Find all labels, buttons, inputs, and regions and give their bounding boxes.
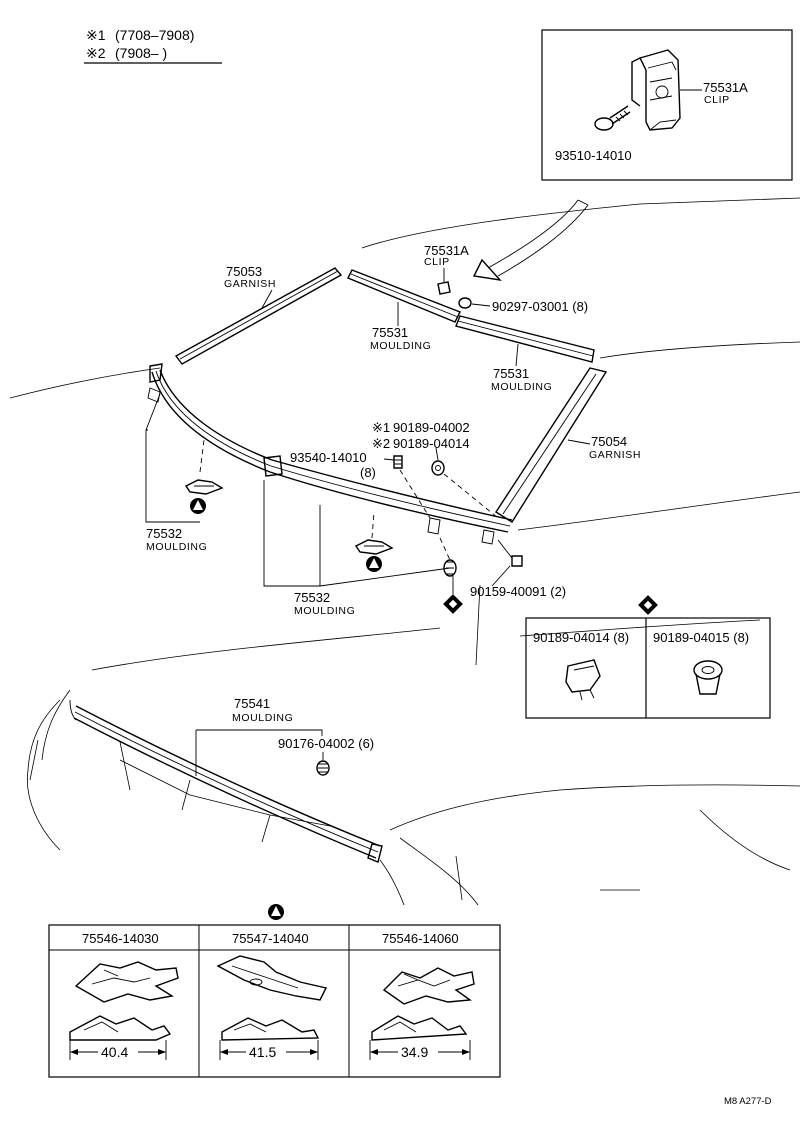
screw-93540-icon: [393, 455, 403, 469]
inset-part-number: 75531A: [703, 80, 748, 95]
moulding-75531-b-number: 75531: [493, 366, 529, 381]
clip-75546-14060-drawing: [371, 967, 475, 1041]
footer-code: M8 A277-D: [724, 1096, 772, 1107]
label-clip-75531a: 75531A CLIP: [424, 243, 469, 268]
moulding-75532-left-part: [147, 363, 273, 473]
legend-mark-1: ※1: [86, 27, 106, 43]
clip-90189-alt-icon: [431, 460, 445, 476]
garnish-75054-number: 75054: [591, 434, 627, 449]
table-col-3-part: 75546-14060: [382, 931, 459, 946]
clip-detail-inset: 75531A CLIP 93510-14010: [541, 29, 793, 181]
garnish-75053-number: 75053: [226, 264, 262, 279]
moulding-75532-leads: [145, 393, 451, 587]
inset-screw-number: 93510-14010: [555, 148, 632, 163]
moulding-75531-right-part: [455, 315, 595, 363]
legend-range-2: (7908– ): [115, 45, 167, 61]
dim-col-1: 40.4: [69, 1040, 167, 1060]
screw-93540-number: 93540-14010: [290, 450, 367, 465]
triangle-ref-table: [268, 904, 284, 920]
table-col-1-part: 75546-14030: [82, 931, 159, 946]
garnish-75054-name: GARNISH: [589, 449, 641, 461]
label-garnish-75053: 75053 GARNISH: [224, 264, 276, 290]
moulding-75541-name: MOULDING: [232, 712, 293, 724]
inset-part-name: CLIP: [704, 94, 730, 106]
moulding-75531-a-name: MOULDING: [370, 340, 431, 352]
screw-90159-label: 90159-40091 (2): [470, 584, 566, 599]
moulding-75531-b-name: MOULDING: [491, 381, 552, 393]
clip-90297-icon: [458, 297, 472, 309]
garnish-75053-part: [174, 267, 343, 365]
moulding-75541-part: [69, 699, 383, 863]
nut-90176-icon: [316, 760, 330, 776]
table-col-2-part: 75547-14040: [232, 931, 309, 946]
screw-93540-qty: (8): [360, 465, 376, 480]
label-screw-93540: 93540-14010 (8): [290, 450, 376, 480]
alt2-mark: ※2: [372, 436, 390, 451]
label-alt-clips: ※1 90189-04002 ※2 90189-04014: [372, 420, 470, 451]
dim-col-3: 34.9: [369, 1040, 471, 1060]
moulding-75532-b-name: MOULDING: [294, 605, 355, 617]
legend: ※1 (7708–7908) ※2 (7908– ): [84, 27, 222, 64]
dim-col-1-value: 40.4: [101, 1044, 128, 1060]
label-moulding-75532-a: 75532 MOULDING: [146, 526, 207, 553]
clip-75531a-small: [437, 281, 451, 295]
moulding-75532-right-part: [263, 455, 513, 545]
label-moulding-75541: 75541 MOULDING: [232, 696, 293, 724]
diamond-ref-box: [638, 595, 658, 615]
clip-75531a-number: 75531A: [424, 243, 469, 258]
label-moulding-75531-a: 75531 MOULDING: [370, 325, 431, 352]
triangle-ref-center: [366, 556, 382, 572]
clip-box-right-label: 90189-04015 (8): [653, 630, 749, 645]
moulding-clip-center-icon: [354, 539, 394, 555]
alt1-mark: ※1: [372, 420, 390, 435]
clip-box-left-label: 90189-04014 (8): [533, 630, 629, 645]
moulding-75541-number: 75541: [234, 696, 270, 711]
diamond-ref-center: [443, 594, 463, 614]
garnish-75053-name: GARNISH: [224, 278, 276, 290]
clip-75531a-detail-drawing: [631, 49, 681, 131]
label-moulding-75531-b: 75531 MOULDING: [491, 366, 552, 393]
moulding-clip-left-icon: [184, 479, 224, 495]
label-garnish-75054: 75054 GARNISH: [589, 434, 641, 461]
legend-range-1: (7708–7908): [115, 27, 194, 43]
alt2-part: 90189-04014: [393, 436, 470, 451]
dim-col-2: 41.5: [219, 1040, 319, 1060]
screw-90159-icon: [497, 539, 523, 567]
detail-arrow: [472, 199, 589, 281]
bottom-clip-table: 75546-14030 75547-14040 75546-14060 40.4: [48, 904, 501, 1078]
moulding-75532-b-number: 75532: [294, 590, 330, 605]
moulding-75531-left-part: [347, 269, 461, 323]
dim-col-3-value: 34.9: [401, 1044, 428, 1060]
screw-detail-icon: [594, 105, 631, 131]
alt1-part: 90189-04002: [393, 420, 470, 435]
garnish-75054-part: [495, 367, 608, 523]
legend-mark-2: ※2: [86, 45, 106, 61]
clip-75531a-name: CLIP: [424, 256, 450, 268]
moulding-75532-a-name: MOULDING: [146, 541, 207, 553]
clip-box: 90189-04014 (8) 90189-04015 (8): [525, 595, 771, 719]
moulding-75532-a-number: 75532: [146, 526, 182, 541]
moulding-75531-a-number: 75531: [372, 325, 408, 340]
car-body-outline: [9, 197, 800, 906]
clip-75546-14030-drawing: [69, 961, 179, 1041]
clip-90189-04014-icon: [565, 659, 601, 701]
triangle-ref-left: [190, 498, 206, 514]
label-moulding-75532-b: 75532 MOULDING: [294, 590, 355, 617]
clip-90189-04015-icon: [693, 660, 723, 695]
clip-75547-14040-drawing: [216, 955, 328, 1041]
clip-90297-label: 90297-03001 (8): [492, 299, 588, 314]
nut-90176-label: 90176-04002 (6): [278, 736, 374, 751]
dim-col-2-value: 41.5: [249, 1044, 276, 1060]
